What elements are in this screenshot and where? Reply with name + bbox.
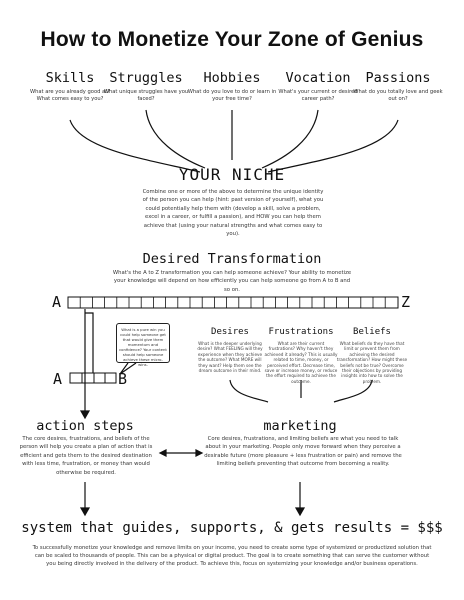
column-beliefs-desc: What beliefs do they have that limit or … xyxy=(336,341,408,384)
marketing-heading: marketing xyxy=(263,418,337,434)
micro-win-bubble: What is a pure win you could help someon… xyxy=(116,323,170,367)
column-desires-desc: What is the deeper underlying desire? Wh… xyxy=(197,341,263,374)
small-bar-end-label: B xyxy=(118,370,128,388)
transformation-bar xyxy=(67,296,399,309)
small-bar xyxy=(69,372,117,384)
action-steps-description: The core desires, frustrations, and beli… xyxy=(19,436,153,476)
category-passions: Passions xyxy=(365,70,431,86)
niche-heading: YOUR NICHE xyxy=(178,165,286,184)
category-passions-desc: What do you totally love and geek out on… xyxy=(353,89,443,102)
column-desires-heading: Desires xyxy=(211,327,249,337)
category-vocation: Vocation xyxy=(285,70,351,86)
connector-skills xyxy=(69,119,201,173)
category-struggles-desc: What unique struggles have you faced? xyxy=(103,89,189,102)
connector-desires xyxy=(229,379,269,403)
category-skills-desc: What are you already good at? What comes… xyxy=(29,89,111,102)
page-title: How to Monetize Your Zone of Genius xyxy=(40,28,424,51)
small-bar-start-label: A xyxy=(53,370,63,388)
category-hobbies: Hobbies xyxy=(203,70,261,86)
connector-beliefs xyxy=(333,379,373,403)
connector-passions xyxy=(267,119,399,173)
bubble-tail xyxy=(119,362,137,375)
action-steps-heading: action steps xyxy=(36,418,134,434)
column-beliefs-heading: Beliefs xyxy=(353,327,391,337)
category-hobbies-desc: What do you love to do or learn in your … xyxy=(187,89,277,102)
transformation-start-label: A xyxy=(52,293,62,311)
category-vocation-desc: What's your current or desired career pa… xyxy=(278,89,358,102)
connector-struggles xyxy=(145,109,206,169)
system-description: To successfully monetize your knowledge … xyxy=(32,545,432,567)
niche-description: Combine one or more of the above to dete… xyxy=(142,189,324,238)
column-frustrations-desc: What are their current frustrations? Why… xyxy=(264,341,338,384)
transformation-heading: Desired Transformation xyxy=(142,251,322,267)
transformation-description: What's the A to Z transformation you can… xyxy=(112,270,352,293)
category-skills: Skills xyxy=(45,70,95,86)
category-struggles: Struggles xyxy=(109,70,183,86)
marketing-description: Core desires, frustrations, and limiting… xyxy=(204,436,402,468)
system-heading: system that guides, supports, & gets res… xyxy=(21,520,443,536)
connector-vocation xyxy=(261,109,319,169)
transformation-end-label: Z xyxy=(401,293,411,311)
column-frustrations-heading: Frustrations xyxy=(268,327,334,337)
